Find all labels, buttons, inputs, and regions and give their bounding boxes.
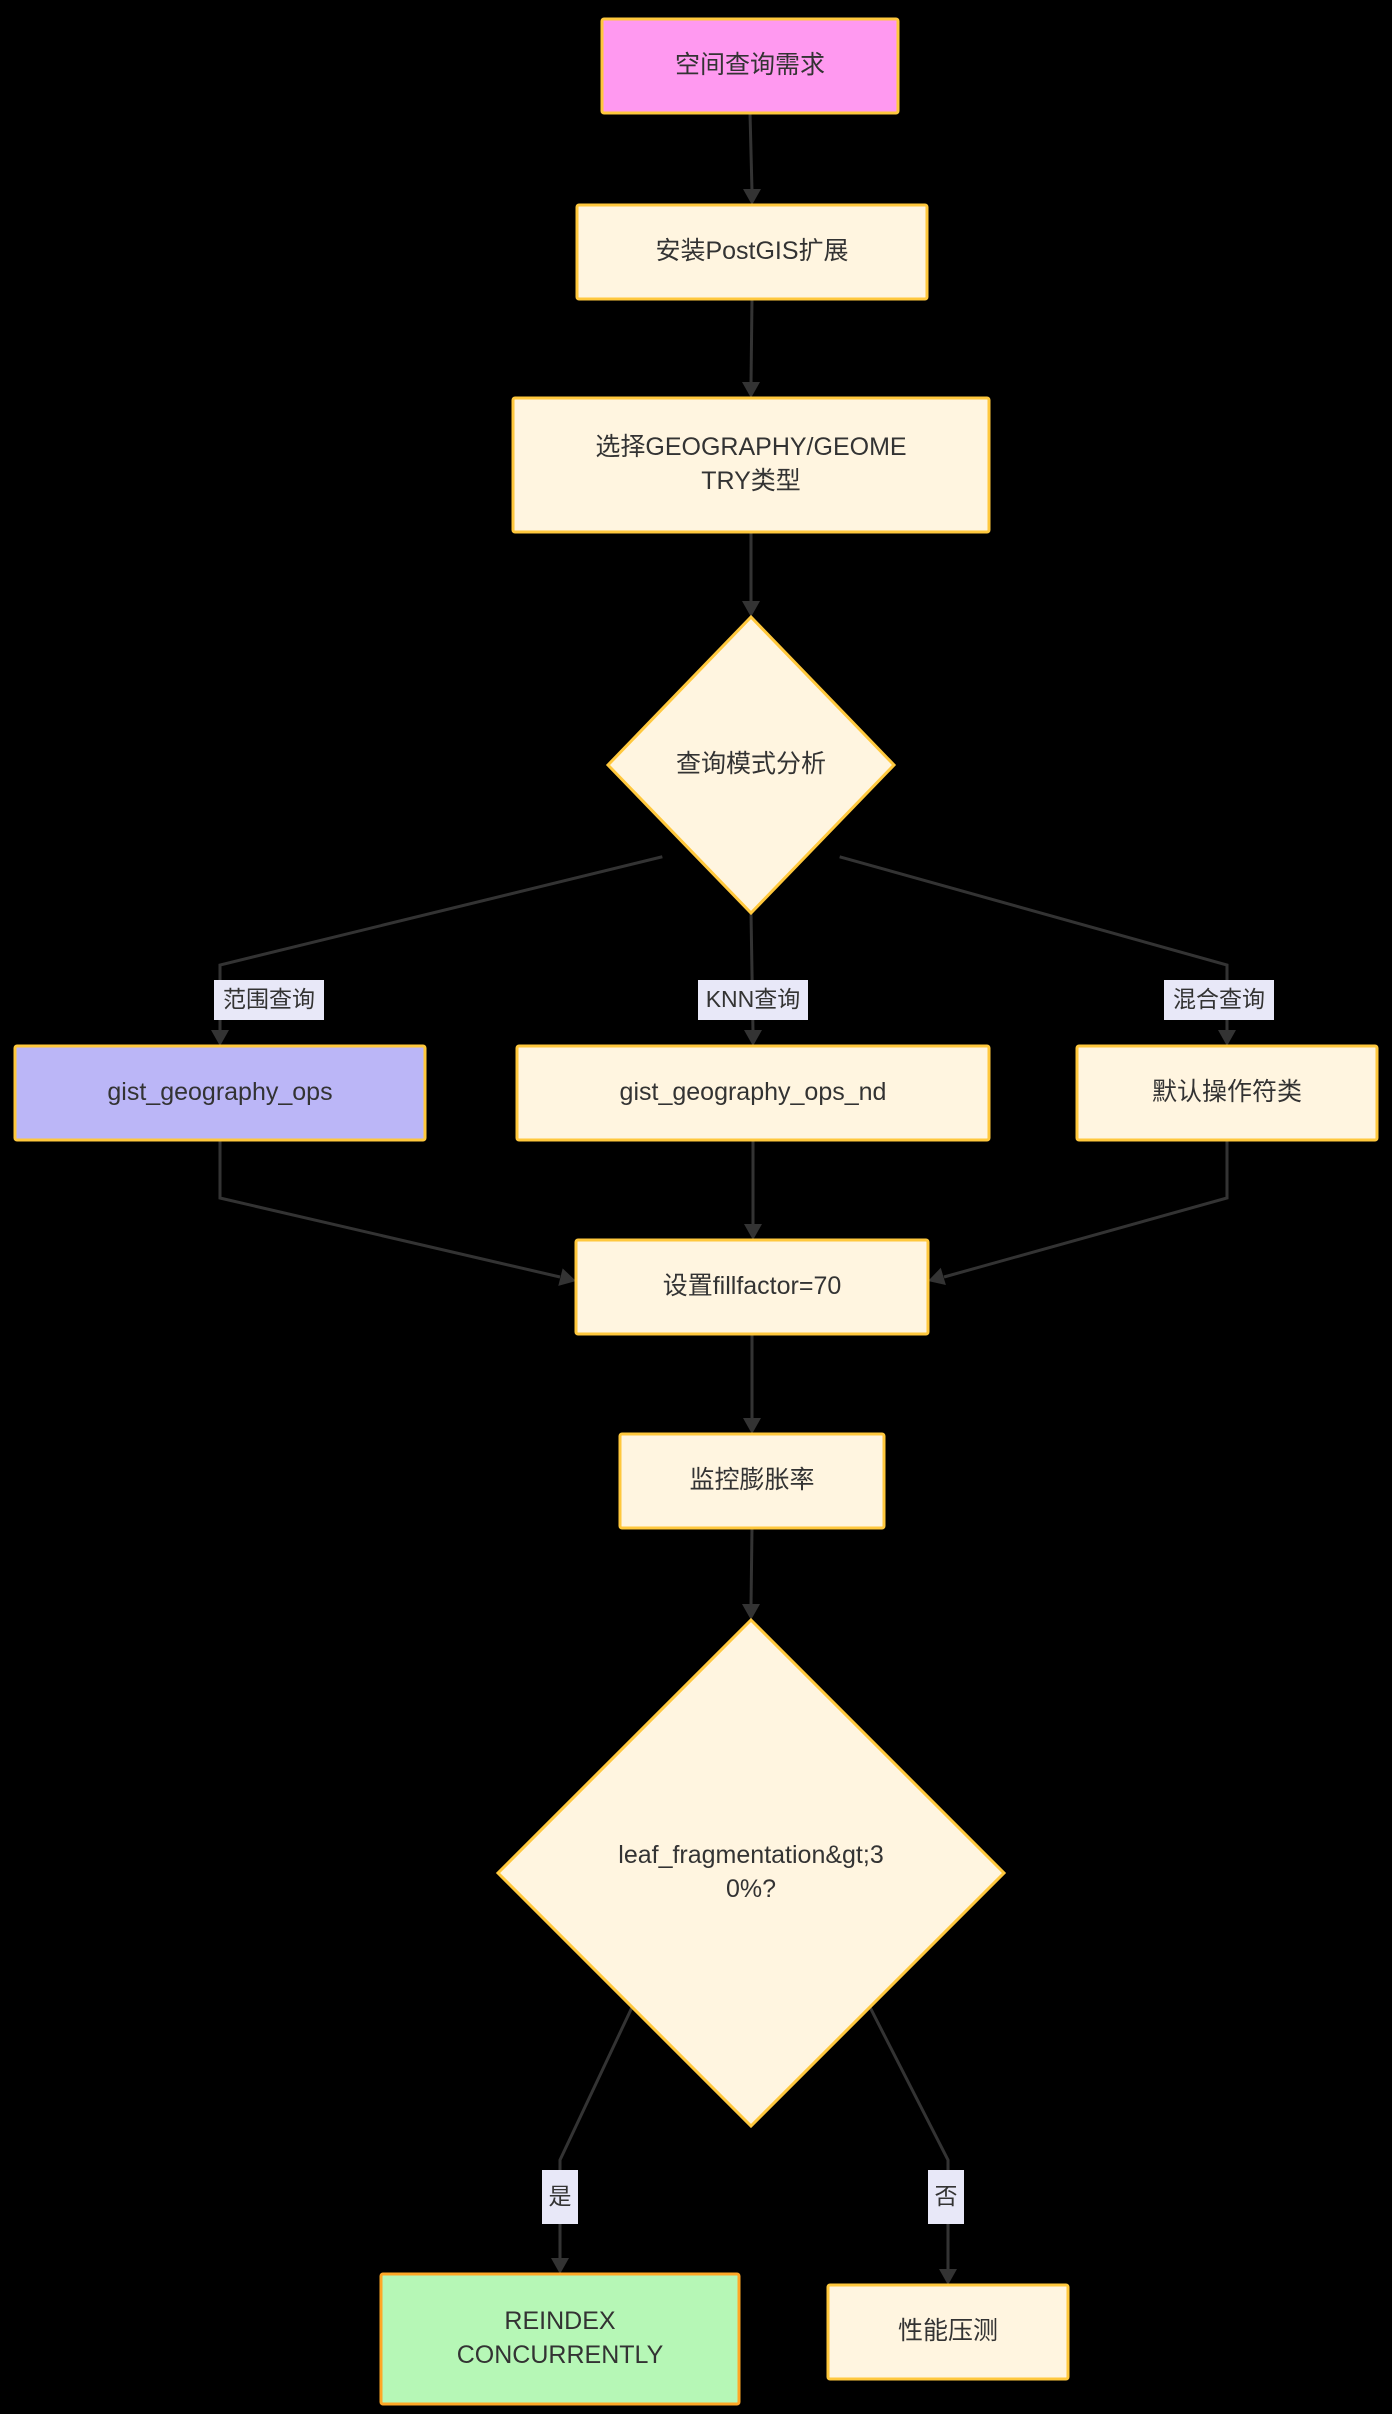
node-shape-diamond [495, 1617, 1007, 2129]
edge-arrowhead [744, 1030, 762, 1046]
edge-arrowhead [558, 1268, 576, 1286]
flow-node-install[interactable]: 安装PostGIS扩展 [575, 203, 929, 301]
node-label-fillfactor: 设置fillfactor=70 [663, 1272, 842, 1300]
edge-install-choose-type [749, 298, 754, 385]
flow-node-fillfactor[interactable]: 设置fillfactor=70 [574, 1238, 930, 1336]
edge-frag-benchmark [868, 2006, 950, 2271]
edge-arrowhead [551, 2258, 569, 2274]
edge-label-background [542, 2170, 578, 2224]
edge-label-text: 范围查询 [223, 986, 315, 1012]
edge-ops-range-fillfactor [218, 1140, 561, 1279]
node-shape-rect [13, 1044, 427, 1142]
flow-node-start[interactable]: 空间查询需求 [600, 17, 900, 115]
node-label-query-pattern: 查询模式分析 [676, 750, 826, 778]
node-label-install: 安装PostGIS扩展 [655, 237, 848, 265]
edge-label-text: 混合查询 [1173, 986, 1265, 1012]
flow-node-ops-knn[interactable]: gist_geography_ops_nd [515, 1044, 991, 1142]
edge-label-text: 是 [549, 2183, 572, 2209]
node-shape-rect [575, 203, 929, 301]
edge-label-text: KNN查询 [706, 986, 801, 1012]
edge-label-background [928, 2170, 964, 2224]
edge-label-text: 否 [935, 2183, 958, 2209]
flow-node-monitor[interactable]: 监控膨胀率 [618, 1432, 886, 1530]
node-shape-rect [379, 2272, 741, 2406]
edge-arrowhead [744, 1224, 762, 1240]
edge-arrowhead [743, 189, 761, 205]
node-shape-rect [618, 1432, 886, 1530]
edge-label-lbl-yes: 是 [542, 2170, 578, 2224]
edge-arrowhead [742, 382, 760, 398]
edge-arrowhead [928, 1267, 946, 1286]
edges-layer [211, 112, 1236, 2285]
edge-label-background [698, 980, 808, 1020]
edge-ops-default-fillfactor [943, 1140, 1229, 1279]
flow-node-query-pattern[interactable]: 查询模式分析 [605, 614, 897, 916]
edge-label-background [214, 980, 324, 1020]
flow-node-benchmark[interactable]: 性能压测 [826, 2283, 1070, 2381]
node-shape-rect [515, 1044, 991, 1142]
edge-arrowhead [1218, 1030, 1236, 1046]
edge-label-lbl-knn: KNN查询 [698, 980, 808, 1020]
edge-label-lbl-mixed: 混合查询 [1164, 980, 1274, 1020]
node-label-ops-range: gist_geography_ops [107, 1078, 332, 1106]
node-shape-rect [511, 396, 991, 534]
edge-arrowhead [743, 1418, 761, 1434]
edge-arrowhead [939, 2269, 957, 2285]
node-label-start: 空间查询需求 [675, 51, 825, 79]
edge-arrowhead [742, 1604, 760, 1620]
node-label-monitor: 监控膨胀率 [689, 1466, 814, 1494]
node-label-ops-default: 默认操作符类 [1152, 1078, 1302, 1106]
node-shape-rect [600, 17, 900, 115]
edge-arrowhead [742, 601, 760, 617]
edge-monitor-frag-check [749, 1527, 754, 1607]
node-shape-rect [1075, 1044, 1379, 1142]
node-label-ops-knn: gist_geography_ops_nd [620, 1078, 887, 1106]
flow-node-ops-default[interactable]: 默认操作符类 [1075, 1044, 1379, 1142]
edge-label-lbl-range: 范围查询 [214, 980, 324, 1020]
edge-frag-reindex [558, 2006, 634, 2260]
node-label-benchmark: 性能压测 [898, 2317, 998, 2345]
node-shape-rect [574, 1238, 930, 1336]
edge-label-lbl-no: 否 [928, 2170, 964, 2224]
node-shape-rect [826, 2283, 1070, 2381]
node-shape-diamond [605, 614, 897, 916]
edge-arrowhead [211, 1030, 229, 1046]
edge-start-install [748, 112, 754, 192]
flow-node-ops-range[interactable]: gist_geography_ops [13, 1044, 427, 1142]
edge-label-background [1164, 980, 1274, 1020]
